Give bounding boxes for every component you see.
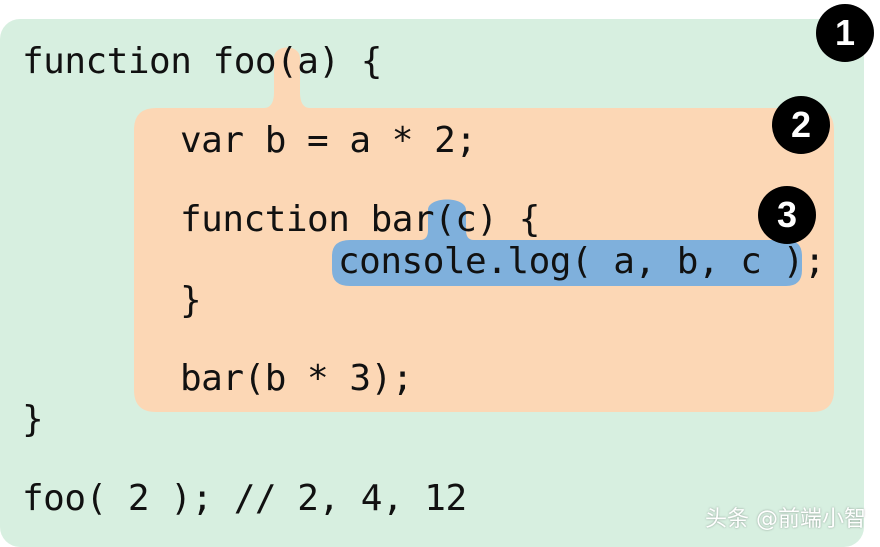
watermark: 头条 @前端小智 [705,507,866,532]
code-line-bar-declaration: function bar(c) { [180,199,540,240]
code-line-foo-close: } [22,399,44,440]
scope-2-bubble [134,47,834,412]
scope-1-badge: 1 [816,4,874,62]
scope-3-badge: 3 [758,186,816,244]
code-line-foo-call: foo( 2 ); // 2, 4, 12 [22,478,467,519]
code-line-console-log: console.log( a, b, c ); [338,241,826,282]
code-line-foo-declaration: function foo(a) { [22,41,382,82]
code-line-var-b: var b = a * 2; [180,120,477,161]
code-line-bar-close: } [180,280,202,321]
scope-2-badge: 2 [772,96,830,154]
scope-3-bubble [332,199,802,286]
code-line-bar-call: bar(b * 3); [180,358,413,399]
